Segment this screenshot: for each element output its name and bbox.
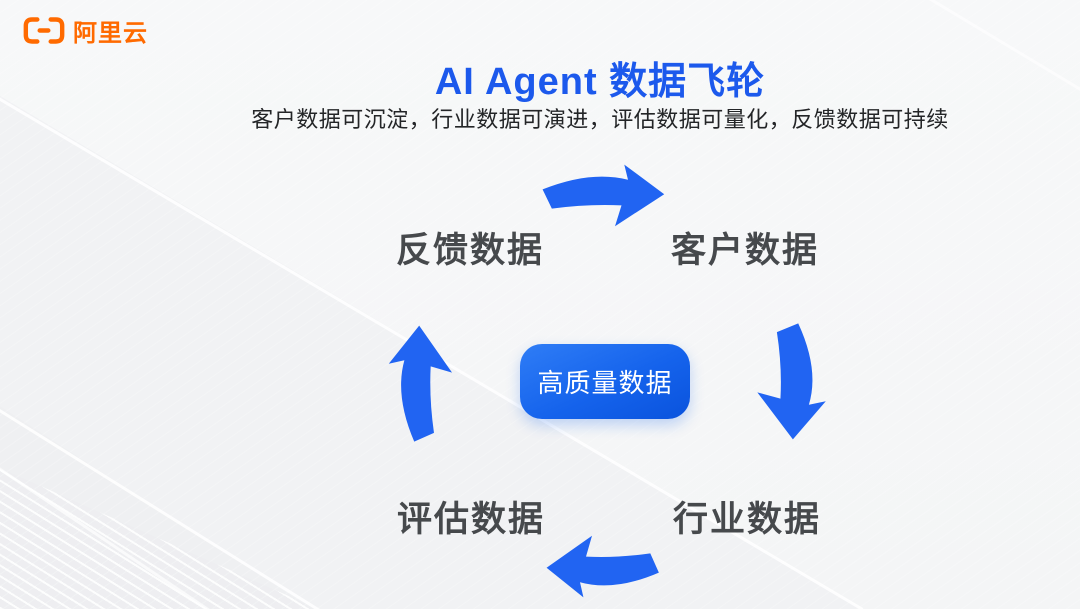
center-badge-high-quality-data: 高质量数据 bbox=[520, 344, 690, 419]
node-industry-data: 行业数据 bbox=[672, 500, 822, 539]
node-evaluation-data: 评估数据 bbox=[396, 500, 546, 539]
node-feedback-data: 反馈数据 bbox=[395, 231, 545, 270]
alibaba-cloud-brackets-icon bbox=[23, 17, 65, 44]
node-customer-data: 客户数据 bbox=[670, 231, 820, 270]
arrow-bottom-left-icon bbox=[546, 535, 659, 598]
page-subtitle: 客户数据可沉淀，行业数据可演进，评估数据可量化，反馈数据可持续 bbox=[251, 107, 949, 132]
alibaba-cloud-logo: 阿里云 bbox=[22, 13, 148, 48]
arrow-top-right-icon bbox=[542, 164, 665, 227]
page-title: AI Agent 数据飞轮 bbox=[434, 61, 766, 103]
arrow-down-icon bbox=[757, 323, 826, 440]
arrow-up-icon bbox=[388, 325, 453, 442]
background-edge-highlight bbox=[0, 462, 266, 609]
center-badge-label: 高质量数据 bbox=[537, 368, 673, 398]
brand-name: 阿里云 bbox=[73, 20, 148, 47]
